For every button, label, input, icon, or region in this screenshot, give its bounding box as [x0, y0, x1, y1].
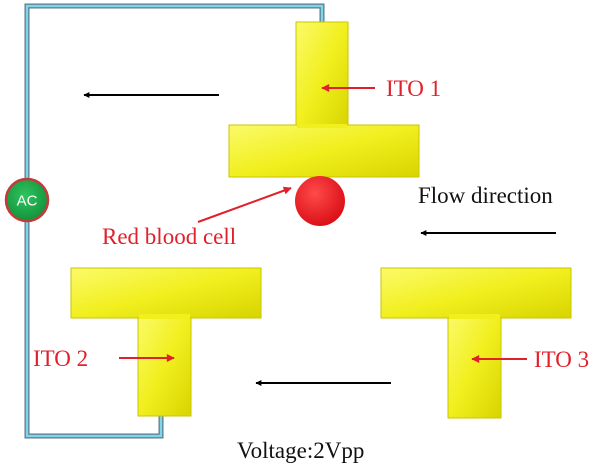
ito1-electrode: [228, 21, 420, 178]
red-blood-cell-label: Red blood cell: [102, 224, 236, 249]
flow-direction-label: Flow direction: [418, 183, 553, 208]
ito1-label: ITO 1: [386, 76, 441, 101]
ac-source: AC: [4, 177, 50, 223]
voltage-label: Voltage:2Vpp: [237, 438, 364, 463]
red-blood-cell: [295, 176, 345, 226]
ac-source-label: AC: [17, 193, 38, 210]
ito3-label: ITO 3: [534, 347, 589, 372]
ito2-label: ITO 2: [33, 346, 88, 371]
ito3-electrode: [380, 267, 572, 419]
ito2-electrode: [70, 267, 262, 417]
cell-pointer-arrow: [197, 186, 292, 223]
